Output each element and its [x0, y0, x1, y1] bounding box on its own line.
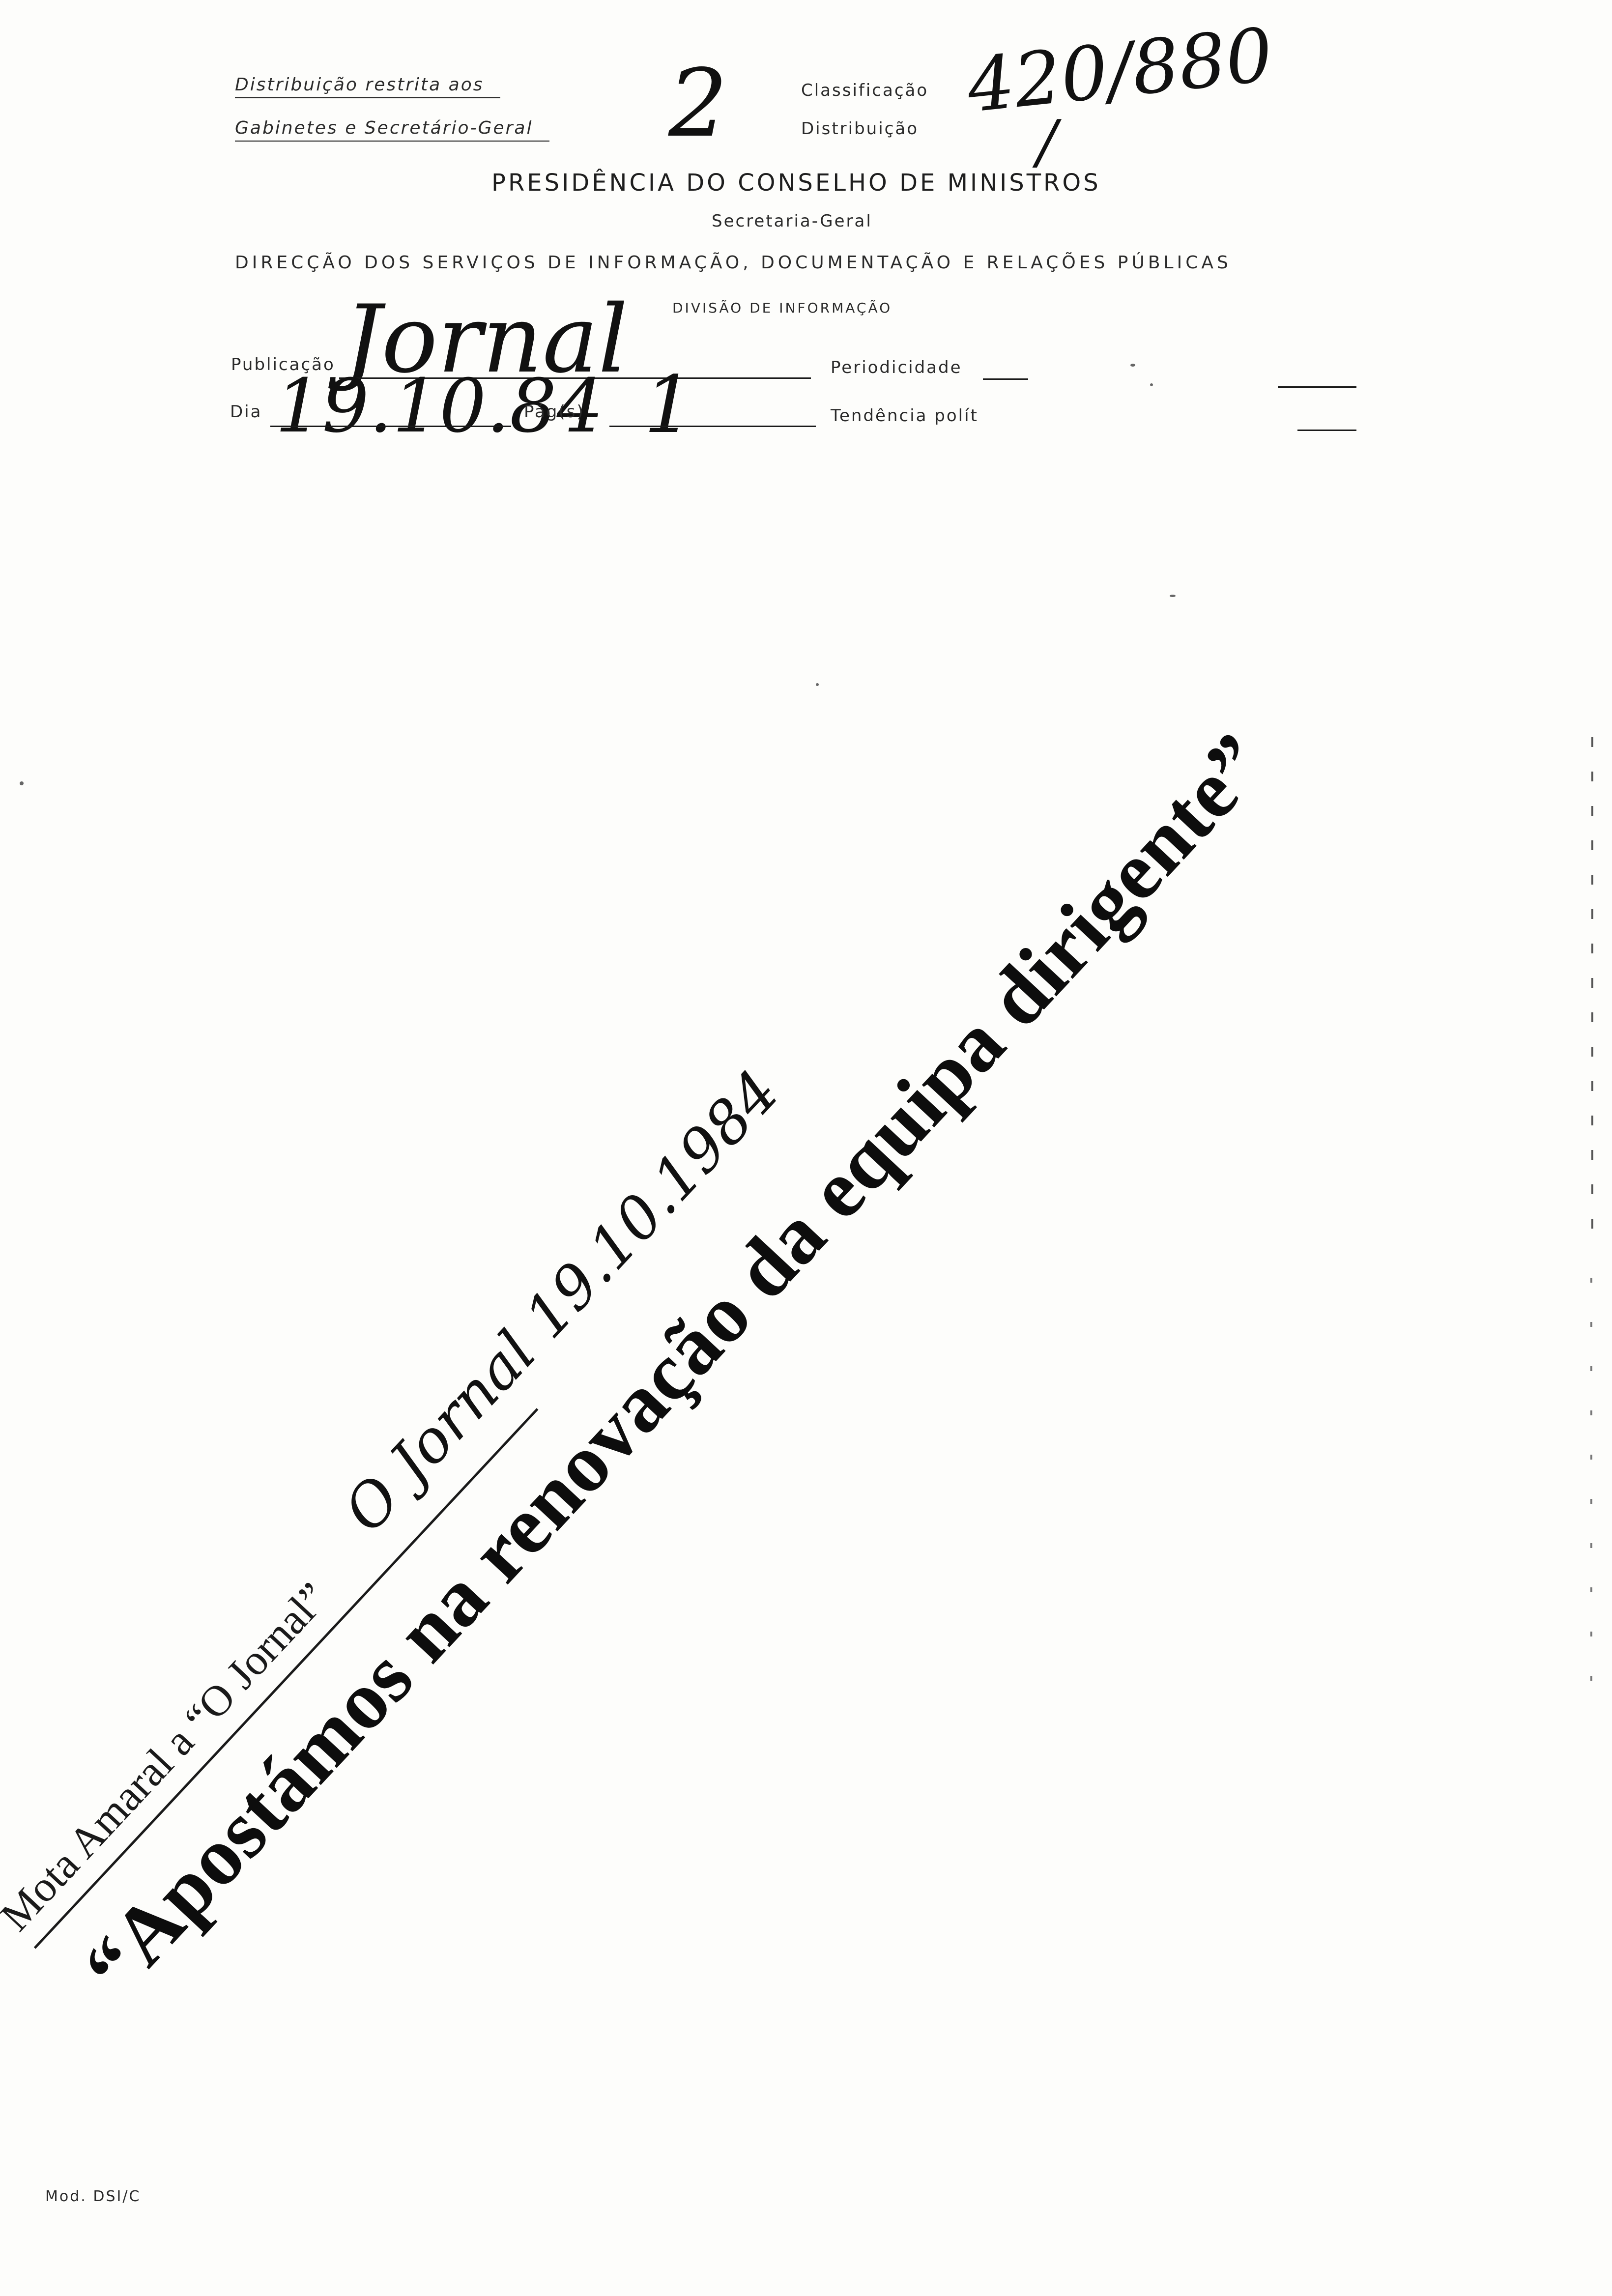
pages-line	[609, 426, 816, 427]
clipping-headline: “Apostámos na renovação da equipa dirige…	[66, 716, 1284, 2013]
handwritten-distribution-mark: /	[1037, 108, 1057, 176]
clipping-rule	[33, 1408, 539, 1949]
day-value: 19.10.84	[275, 364, 604, 449]
right-margin-line-2	[1297, 430, 1356, 431]
organization-division: DIVISÃO DE INFORMAÇÃO	[672, 300, 892, 316]
right-margin-line-1	[1278, 386, 1356, 388]
distribution-note-line2: Gabinetes e Secretário-Geral	[235, 118, 533, 138]
scan-speck	[1150, 383, 1153, 386]
handwritten-classification: 420/880	[963, 12, 1277, 130]
scan-speck	[1591, 737, 1593, 1229]
organization-secretariat: Secretaria-Geral	[712, 211, 872, 231]
day-line	[270, 426, 511, 427]
day-label: Dia	[230, 402, 262, 422]
distribution-note-line1: Distribuição restrita aos	[235, 75, 484, 95]
pages-value: 1	[644, 359, 694, 451]
pages-label: Pág(s)	[524, 402, 585, 422]
scan-speck	[816, 683, 819, 686]
scan-speck	[20, 781, 24, 785]
tendency-label: Tendência polít	[831, 406, 979, 426]
publication-label: Publicação	[231, 355, 335, 374]
handwritten-number: 2	[668, 49, 728, 158]
publication-value: Jornal	[344, 285, 628, 394]
scan-speck	[1130, 364, 1135, 367]
periodicity-line	[983, 378, 1028, 380]
distribution-note-underline1	[235, 97, 500, 98]
organization-title: PRESIDÊNCIA DO CONSELHO DE MINISTROS	[491, 169, 1101, 197]
periodicity-label: Periodicidade	[831, 358, 962, 377]
scan-speck	[1590, 1278, 1592, 1720]
publication-line	[339, 377, 811, 379]
scan-speck	[1170, 595, 1176, 597]
distribution-note-underline2	[235, 141, 549, 142]
organization-directorate: DIRECÇÃO DOS SERVIÇOS DE INFORMAÇÃO, DOC…	[235, 253, 1232, 273]
distribution-label: Distribuição	[801, 119, 919, 139]
form-code: Mod. DSI/C	[45, 2188, 141, 2205]
classification-label: Classificação	[801, 81, 929, 100]
